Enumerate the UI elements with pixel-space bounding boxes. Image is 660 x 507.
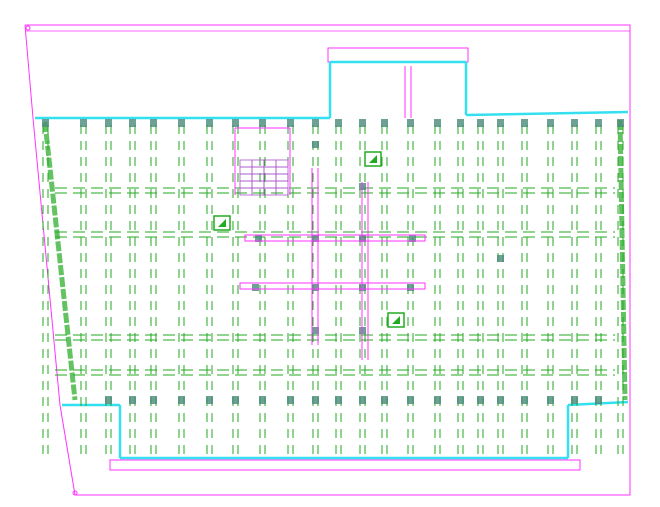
opening-marker [392, 316, 400, 324]
features [213, 66, 426, 360]
column-marker [259, 396, 266, 404]
column-marker [595, 396, 602, 404]
column-marker [312, 119, 319, 127]
column-marker [287, 119, 294, 127]
column-marker [80, 119, 87, 127]
column-marker [206, 396, 213, 404]
column-marker [105, 396, 112, 404]
opening-marker [364, 151, 382, 167]
column-marker [312, 284, 319, 291]
column-marker [105, 119, 112, 127]
stair-grid [239, 166, 253, 175]
stair-grid [263, 159, 277, 168]
column-marker [407, 119, 414, 127]
column-marker [477, 119, 484, 127]
beam-lines [42, 125, 624, 455]
stair-grid [251, 180, 265, 189]
opening-marker [387, 312, 405, 328]
column-marker [150, 119, 157, 127]
column-marker [312, 235, 319, 242]
stair-grid [239, 159, 253, 168]
column-marker [497, 119, 504, 127]
beam-band [239, 282, 426, 290]
stair-grid [275, 166, 289, 175]
column-marker [547, 119, 554, 127]
column-marker [252, 284, 259, 291]
column-marker [232, 119, 239, 127]
corner-marker [72, 490, 78, 496]
stair-grid [275, 159, 289, 168]
column-marker [595, 119, 602, 127]
stair-grid [263, 180, 277, 189]
opening-marker [218, 219, 226, 227]
stair-grid [263, 187, 277, 196]
stair-grid [275, 187, 289, 196]
column-marker [312, 141, 319, 148]
stair-grid [239, 187, 253, 196]
column-marker [407, 284, 414, 291]
column-marker [409, 235, 416, 242]
stair-grid [251, 166, 265, 175]
bottom-strip [109, 459, 581, 471]
column-marker [547, 396, 554, 404]
roof-bump [327, 47, 469, 63]
stair-grid [275, 180, 289, 189]
stair-grid [275, 173, 289, 182]
columns [42, 119, 624, 404]
column-marker [497, 255, 504, 262]
column-marker [129, 119, 136, 127]
building-outline [24, 24, 631, 496]
column-marker [457, 119, 464, 127]
column-marker [407, 396, 414, 404]
column-marker [571, 119, 578, 127]
column-marker [42, 119, 49, 127]
column-marker [521, 396, 528, 404]
column-marker [434, 396, 441, 404]
column-marker [129, 396, 136, 404]
walls [35, 60, 629, 460]
stair-grid [263, 166, 277, 175]
stair-grid [239, 180, 253, 189]
column-marker [497, 396, 504, 404]
column-marker [150, 396, 157, 404]
left-wall [42, 121, 78, 401]
stair-grid [251, 187, 265, 196]
outer-boundary [24, 24, 631, 496]
column-marker [335, 396, 342, 404]
stair-grid [263, 173, 277, 182]
column-marker [477, 396, 484, 404]
column-marker [259, 119, 266, 127]
column-marker [359, 396, 366, 404]
opening-marker [213, 215, 231, 231]
column-marker [255, 235, 262, 242]
opening-marker [369, 155, 377, 163]
column-marker [521, 119, 528, 127]
column-marker [457, 396, 464, 404]
column-marker [434, 119, 441, 127]
column-marker [335, 119, 342, 127]
column-marker [571, 396, 578, 404]
column-marker [178, 396, 185, 404]
column-marker [381, 396, 388, 404]
column-marker [312, 327, 319, 334]
stair-grid [251, 173, 265, 182]
column-marker [178, 119, 185, 127]
column-marker [381, 119, 388, 127]
column-marker [232, 396, 239, 404]
stair-grid [251, 159, 265, 168]
stair-grid [239, 173, 253, 182]
corner-marker [25, 25, 31, 31]
column-marker [359, 119, 366, 127]
column-marker [287, 396, 294, 404]
wall [465, 110, 629, 117]
beam-band [244, 234, 426, 242]
column-marker [312, 396, 319, 404]
column-marker [206, 119, 213, 127]
column-marker [617, 119, 624, 127]
